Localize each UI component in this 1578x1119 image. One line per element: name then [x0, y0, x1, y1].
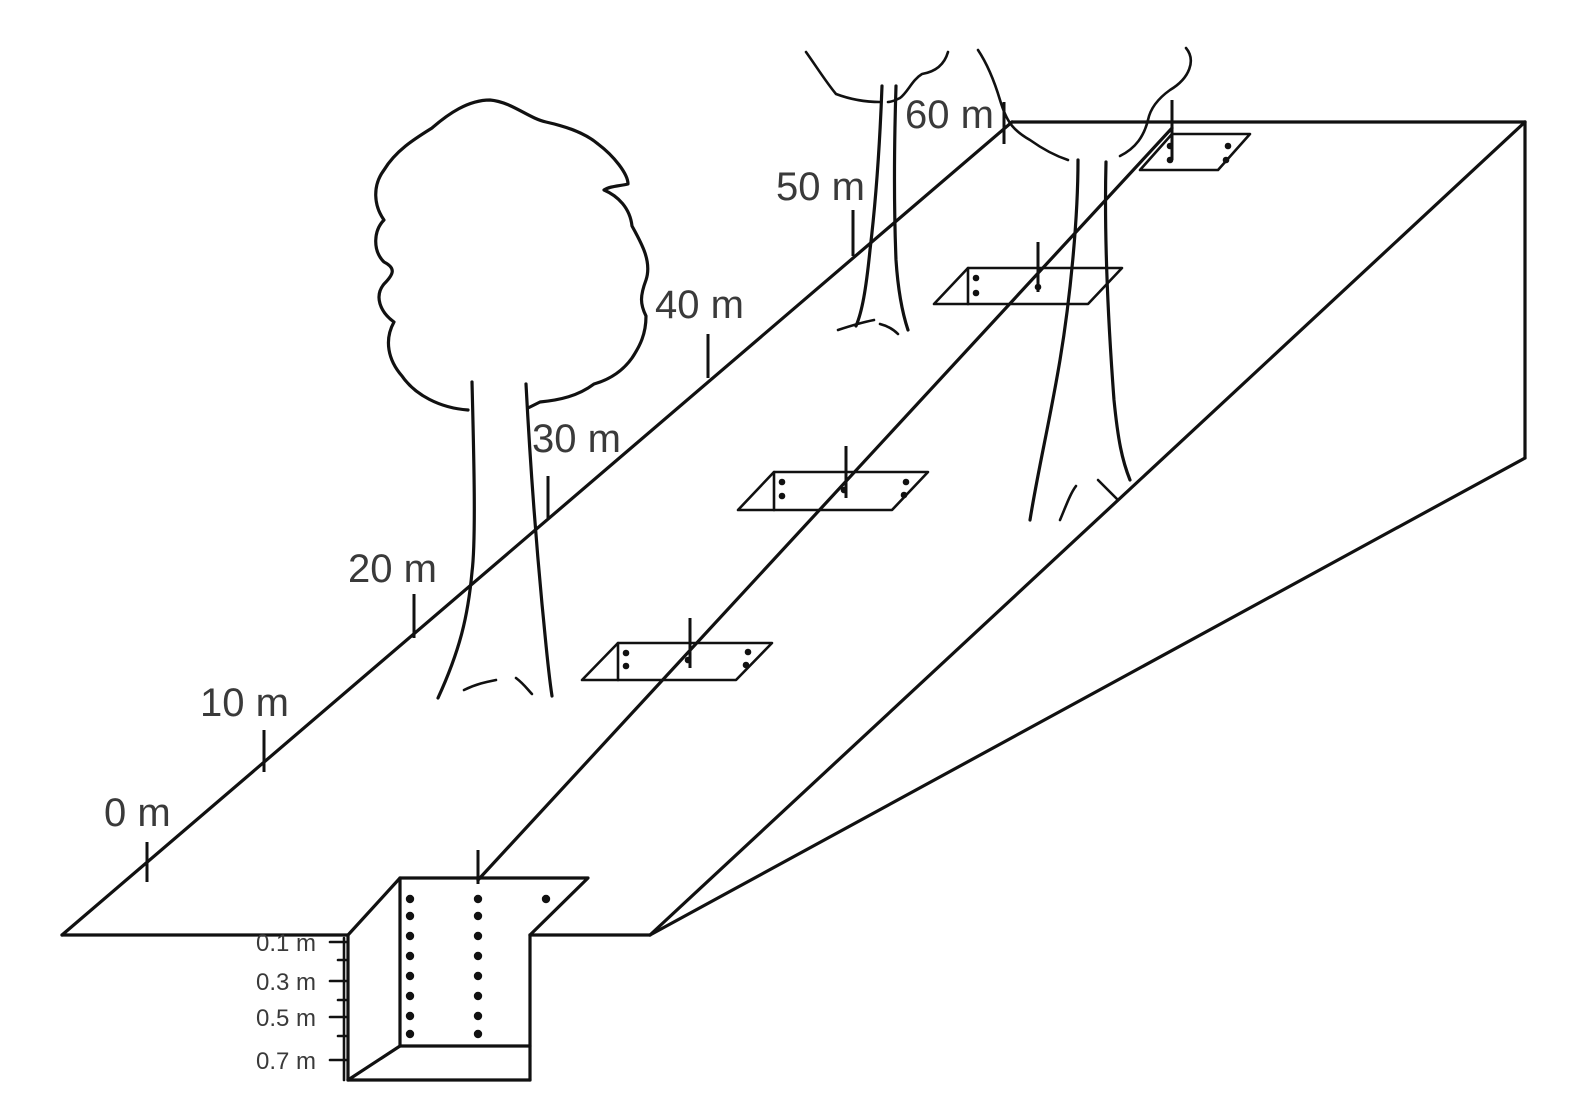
sampling-quadrats [580, 100, 1252, 682]
quadrat-3 [932, 242, 1124, 306]
distance-ticks [145, 102, 1006, 882]
label-0m: 0 m [104, 791, 171, 835]
tree-front-left [374, 98, 650, 700]
label-20m: 20 m [348, 547, 437, 591]
depth-label-0.7: 0.7 m [256, 1048, 316, 1075]
quadrat-1 [580, 618, 774, 682]
tree-front-canopy [374, 98, 650, 412]
quadrat-2 [736, 446, 930, 512]
distance-labels: 0 m 10 m 20 m 30 m 40 m 50 m 60 m [104, 93, 994, 835]
label-60m: 60 m [905, 93, 994, 137]
tree-front-trunk-right [524, 382, 554, 698]
depth-label-0.1: 0.1 m [256, 930, 316, 957]
label-40m: 40 m [655, 283, 744, 327]
label-10m: 10 m [200, 681, 289, 725]
soil-pit [346, 850, 590, 1082]
slab-right-long-edge [648, 120, 1527, 937]
pit-bottom-diagonal [346, 1044, 402, 1082]
pit-sample-dots [405, 894, 551, 1039]
label-30m: 30 m [532, 417, 621, 461]
depth-label-0.5: 0.5 m [256, 1005, 316, 1032]
pit-top-rim [346, 876, 590, 937]
tree-back-right [976, 46, 1192, 522]
tree-front-trunk-left [436, 380, 476, 700]
slab-side-bottom-edge [648, 456, 1527, 937]
depth-ruler: 0.1 m 0.3 m 0.5 m 0.7 m [256, 930, 348, 1082]
tree-back-middle [804, 50, 950, 336]
terrain-slab [60, 120, 1527, 937]
quadrat-4 [1138, 100, 1252, 172]
sampling-center-line [476, 126, 1174, 882]
label-50m: 50 m [776, 165, 865, 209]
depth-label-0.3: 0.3 m [256, 969, 316, 996]
